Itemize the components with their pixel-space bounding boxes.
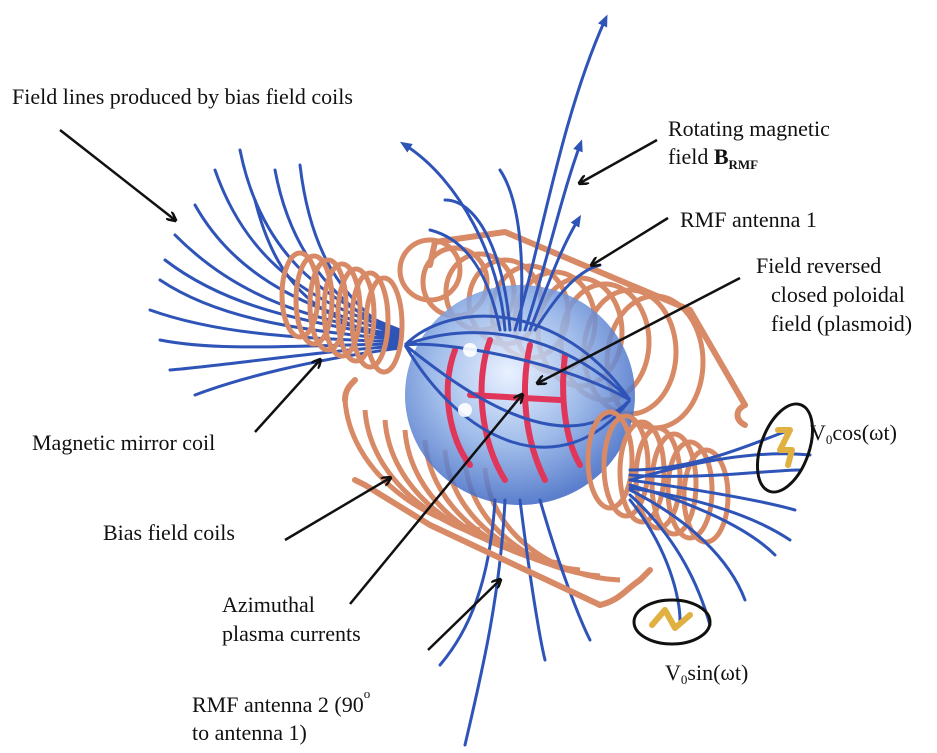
label-rotating-field-subscript: RMF <box>729 157 759 172</box>
label-plasmoid-line2: closed poloidal <box>771 282 905 307</box>
pointer-arrows <box>60 130 740 650</box>
label-plasmoid-line1: Field reversed <box>756 253 881 278</box>
label-rmf-antenna-2-degree: o <box>364 686 371 701</box>
label-rotating-field-line1: Rotating magnetic <box>668 116 830 141</box>
label-plasmoid-line3: field (plasmoid) <box>771 311 912 336</box>
label-rmf-antenna-2-line2: to antenna 1) <box>192 720 307 745</box>
arrow-rmf-antenna-1 <box>592 218 668 265</box>
rotating-field-lines <box>405 20 605 330</box>
label-azimuthal-line1: Azimuthal <box>222 592 315 617</box>
label-v-cos: V0cos(ωt) <box>810 420 897 447</box>
label-v-sin: V0sin(ωt) <box>665 660 748 687</box>
label-azimuthal-line2: plasma currents <box>222 621 361 646</box>
label-rotating-field-symbol: B <box>714 144 729 169</box>
arrow-mirror-coil <box>255 360 320 432</box>
label-v-cos-v: V <box>810 420 826 445</box>
label-rotating-field-prefix: field <box>668 144 714 169</box>
label-v-sin-v: V <box>665 660 681 685</box>
label-bias-coils: Bias field coils <box>103 520 235 545</box>
label-rmf-antenna-1: RMF antenna 1 <box>680 207 817 232</box>
arrow-bias-field-lines <box>60 130 175 220</box>
label-bias-field-lines: Field lines produced by bias field coils <box>12 84 353 109</box>
voltage-source-cos <box>747 397 824 500</box>
label-v-cos-suffix: cos(ωt) <box>832 420 897 445</box>
label-rmf-antenna-2-main: RMF antenna 2 (90 <box>192 692 364 717</box>
label-rotating-field-line2: field BRMF <box>668 144 758 172</box>
arrow-rotating-field <box>580 140 657 183</box>
arrow-bias-coils <box>285 478 390 540</box>
label-rmf-antenna-2-line1: RMF antenna 2 (90o <box>192 686 370 717</box>
label-mirror-coil: Magnetic mirror coil <box>32 430 215 455</box>
label-v-sin-suffix: sin(ωt) <box>687 660 748 685</box>
voltage-source-sin <box>634 600 710 644</box>
